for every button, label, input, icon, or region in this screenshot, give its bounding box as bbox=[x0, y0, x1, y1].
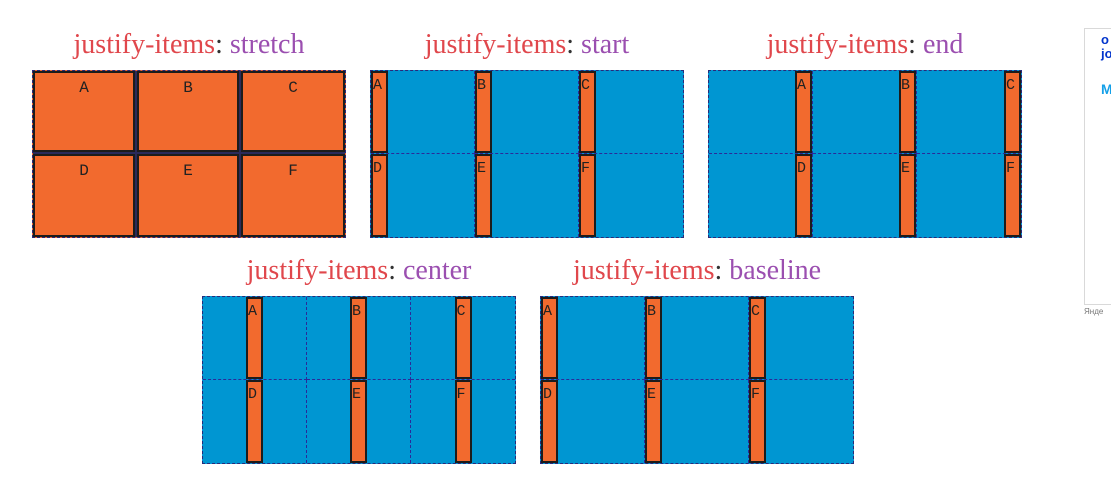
property-name: justify-items bbox=[73, 29, 216, 60]
grid-item-c: C bbox=[749, 297, 766, 379]
property-name: justify-items bbox=[424, 29, 567, 60]
grid-cell: A bbox=[709, 71, 813, 154]
property-value: center bbox=[402, 255, 472, 286]
grid-cell: F bbox=[749, 380, 853, 463]
grid-item-c: C bbox=[1004, 71, 1021, 153]
grid-item-e: E bbox=[645, 380, 662, 463]
grid-cell: A bbox=[541, 297, 645, 380]
grid-item-a: A bbox=[541, 297, 558, 379]
grid-container: A B C D E F bbox=[32, 70, 346, 238]
grid-item-d: D bbox=[33, 154, 135, 237]
colon: : bbox=[388, 255, 396, 286]
grid-cell: A bbox=[33, 71, 137, 154]
grid-container: A B C D E F bbox=[708, 70, 1022, 238]
grid-item-e: E bbox=[137, 154, 239, 237]
grid-cell: E bbox=[137, 154, 241, 237]
demo-baseline: justify-items: baseline A B C D E F bbox=[540, 254, 854, 466]
grid-item-a: A bbox=[33, 71, 135, 152]
grid-item-f: F bbox=[579, 154, 596, 237]
grid-cell: C bbox=[749, 297, 853, 380]
grid-cell: F bbox=[411, 380, 515, 463]
property-value: baseline bbox=[729, 255, 822, 286]
grid-item-f: F bbox=[241, 154, 345, 237]
demo-start: justify-items: start A B C D E F bbox=[370, 28, 684, 240]
grid-cell: A bbox=[203, 297, 307, 380]
grid-item-f: F bbox=[454, 380, 472, 463]
grid-cell: F bbox=[579, 154, 683, 237]
demo-title: justify-items: stretch bbox=[32, 28, 346, 62]
grid-item-f: F bbox=[749, 380, 766, 463]
colon: : bbox=[215, 29, 223, 60]
grid-cell: D bbox=[33, 154, 137, 237]
grid-cell: B bbox=[307, 297, 411, 380]
grid-cell: F bbox=[917, 154, 1021, 237]
demo-title: justify-items: baseline bbox=[540, 254, 854, 288]
grid-item-b: B bbox=[137, 71, 239, 152]
colon: : bbox=[908, 29, 916, 60]
grid-container: A B C D E F bbox=[540, 296, 854, 464]
grid-cell: B bbox=[813, 71, 917, 154]
property-name: justify-items bbox=[766, 29, 909, 60]
grid-item-e: E bbox=[899, 154, 916, 237]
grid-cell: E bbox=[813, 154, 917, 237]
grid-cell: D bbox=[371, 154, 475, 237]
grid-item-d: D bbox=[795, 154, 812, 237]
grid-cell: D bbox=[709, 154, 813, 237]
ad-text[interactable]: o jo bbox=[1101, 32, 1111, 61]
grid-item-d: D bbox=[371, 154, 388, 237]
grid-container: A B C D E F bbox=[370, 70, 684, 238]
grid-item-d: D bbox=[541, 380, 558, 463]
ad-banner[interactable]: o jo M bbox=[1084, 28, 1111, 305]
grid-cell: F bbox=[241, 154, 345, 237]
grid-cell: B bbox=[475, 71, 579, 154]
grid-cell: B bbox=[645, 297, 749, 380]
grid-cell: E bbox=[645, 380, 749, 463]
grid-cell: C bbox=[241, 71, 345, 154]
grid-item-f: F bbox=[1004, 154, 1021, 237]
demo-title: justify-items: center bbox=[202, 254, 516, 288]
grid-item-a: A bbox=[371, 71, 388, 153]
demo-end: justify-items: end A B C D E F bbox=[708, 28, 1022, 240]
grid-item-e: E bbox=[475, 154, 492, 237]
colon: : bbox=[714, 255, 723, 286]
grid-cell: C bbox=[579, 71, 683, 154]
demo-center: justify-items: center A B C D E F bbox=[202, 254, 516, 466]
grid-cell: E bbox=[475, 154, 579, 237]
grid-cell: D bbox=[203, 380, 307, 463]
grid-item-b: B bbox=[475, 71, 492, 153]
grid-cell: B bbox=[137, 71, 241, 154]
grid-cell: C bbox=[917, 71, 1021, 154]
property-name: justify-items bbox=[572, 255, 715, 286]
property-name: justify-items bbox=[246, 255, 389, 286]
property-value: stretch bbox=[229, 29, 305, 60]
property-value: end bbox=[922, 29, 964, 60]
grid-item-c: C bbox=[241, 71, 345, 152]
demo-title: justify-items: start bbox=[370, 28, 684, 62]
grid-item-b: B bbox=[645, 297, 662, 379]
demo-stretch: justify-items: stretch A B C D E F bbox=[32, 28, 346, 240]
grid-container: A B C D E F bbox=[202, 296, 516, 464]
demo-title: justify-items: end bbox=[708, 28, 1022, 62]
grid-cell: D bbox=[541, 380, 645, 463]
property-value: start bbox=[581, 29, 630, 60]
ad-logo-icon: M bbox=[1101, 81, 1111, 97]
grid-item-c: C bbox=[579, 71, 596, 153]
ad-footer-label: Янде bbox=[1084, 307, 1104, 316]
grid-item-a: A bbox=[246, 297, 263, 379]
grid-item-b: B bbox=[350, 297, 367, 379]
grid-item-e: E bbox=[350, 380, 367, 463]
grid-cell: C bbox=[411, 297, 515, 380]
grid-item-c: C bbox=[454, 297, 472, 379]
grid-item-b: B bbox=[899, 71, 916, 153]
grid-item-d: D bbox=[246, 380, 263, 463]
grid-cell: A bbox=[371, 71, 475, 154]
colon: : bbox=[566, 29, 575, 60]
grid-cell: E bbox=[307, 380, 411, 463]
grid-item-a: A bbox=[795, 71, 812, 153]
